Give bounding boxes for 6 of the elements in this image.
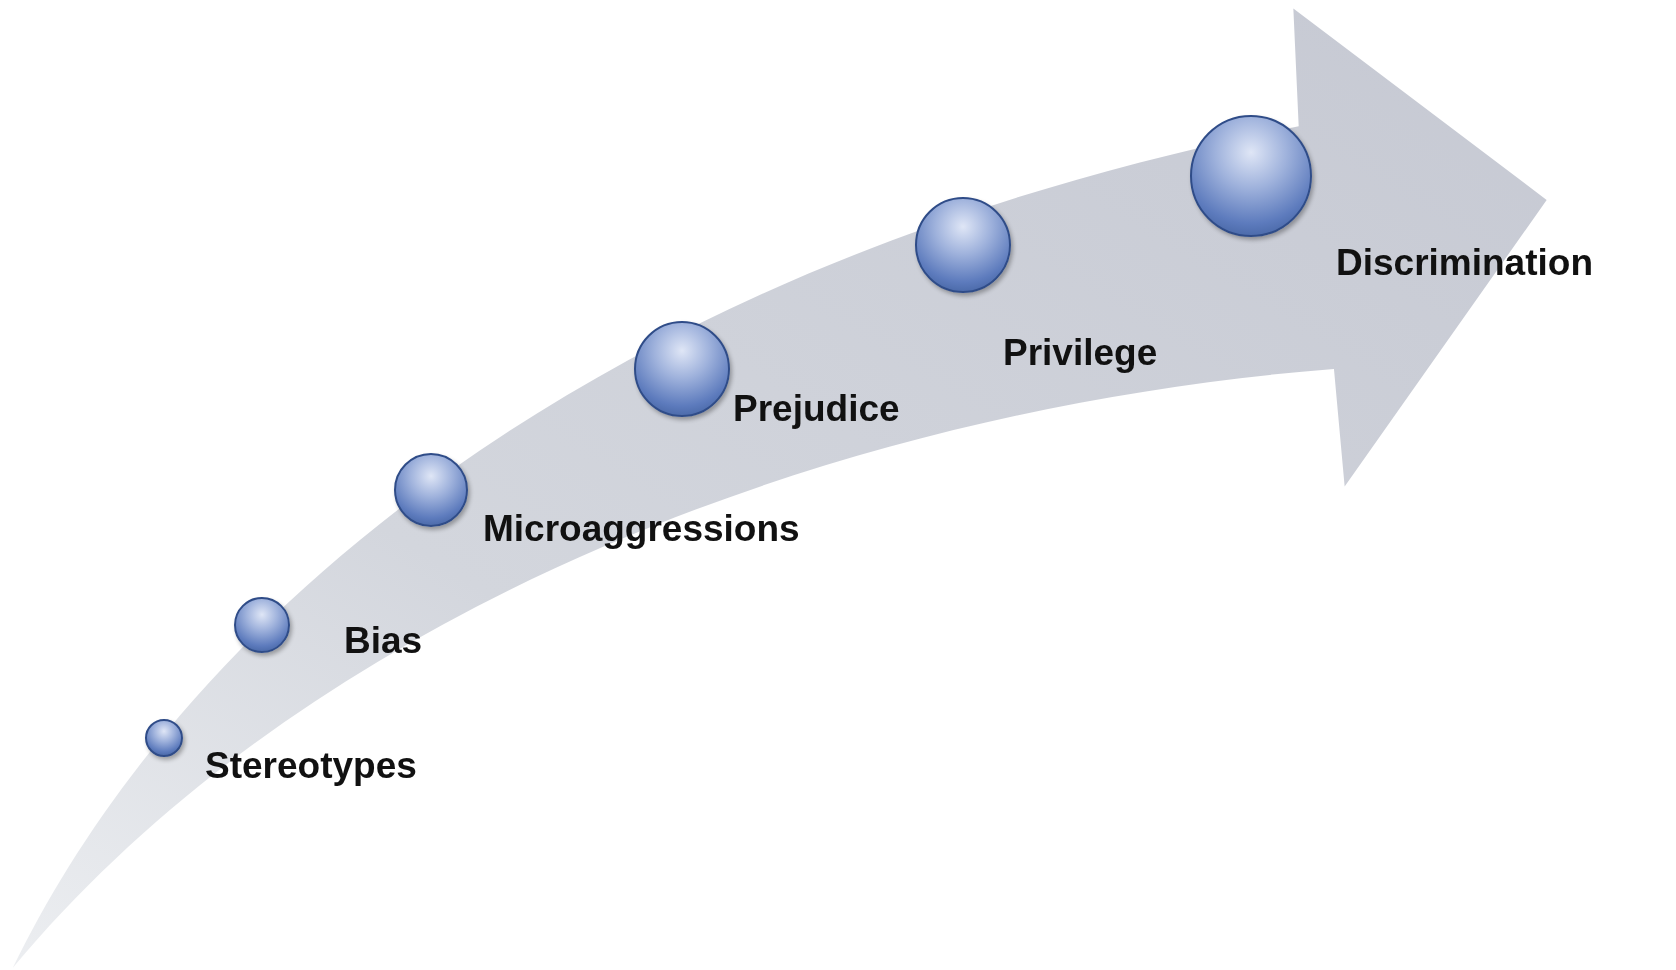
stage-label: Discrimination <box>1336 242 1593 284</box>
stage-label: Privilege <box>1003 332 1158 374</box>
stage-label: Stereotypes <box>205 745 417 787</box>
stage-label: Prejudice <box>733 388 900 430</box>
stage-label: Bias <box>344 620 423 662</box>
stage-label: Microaggressions <box>483 508 800 550</box>
